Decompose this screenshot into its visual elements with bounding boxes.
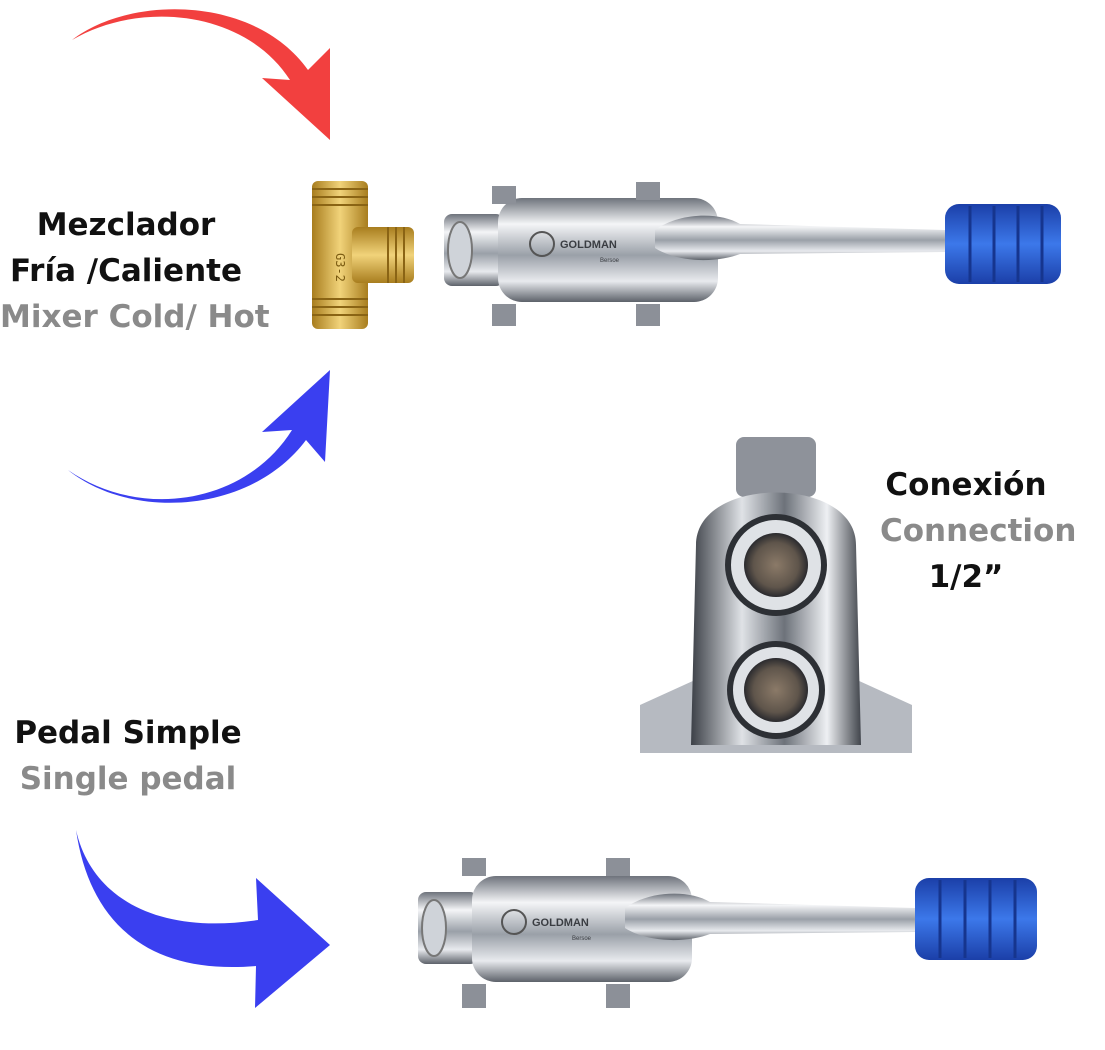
- pedal-label-es: Pedal Simple: [14, 715, 242, 751]
- brand-sub-bottom: Bersoe: [572, 936, 592, 942]
- brand-name-bottom: GOLDMAN: [532, 917, 589, 929]
- mixer-label-es-2: Fría /Caliente: [9, 253, 242, 289]
- mixer-label: Mezclador Fría /Caliente Mixer Cold/ Hot: [0, 202, 270, 340]
- valve-connection-view: [640, 437, 912, 753]
- mixer-label-en: Mixer Cold/ Hot: [0, 299, 270, 335]
- mixer-label-es-1: Mezclador: [36, 207, 216, 243]
- pedal-label: Pedal Simple Single pedal: [8, 710, 248, 802]
- connection-label-es: Conexión: [885, 467, 1047, 503]
- pedal-label-en: Single pedal: [19, 761, 237, 797]
- pedal-valve-bottom: GOLDMAN Bersoe: [418, 858, 1037, 1008]
- brass-tee-fitting: G3-2: [312, 181, 414, 329]
- pedal-valve-top: GOLDMAN Bersoe: [444, 182, 1061, 326]
- brand-name-top: GOLDMAN: [560, 239, 617, 251]
- connection-label-en: Connection: [880, 513, 1077, 549]
- brand-sub-top: Bersoe: [600, 258, 620, 264]
- fitting-marking: G3-2: [333, 253, 347, 282]
- connection-size: 1/2”: [928, 559, 1004, 595]
- connection-label: Conexión Connection 1/2”: [880, 462, 1077, 600]
